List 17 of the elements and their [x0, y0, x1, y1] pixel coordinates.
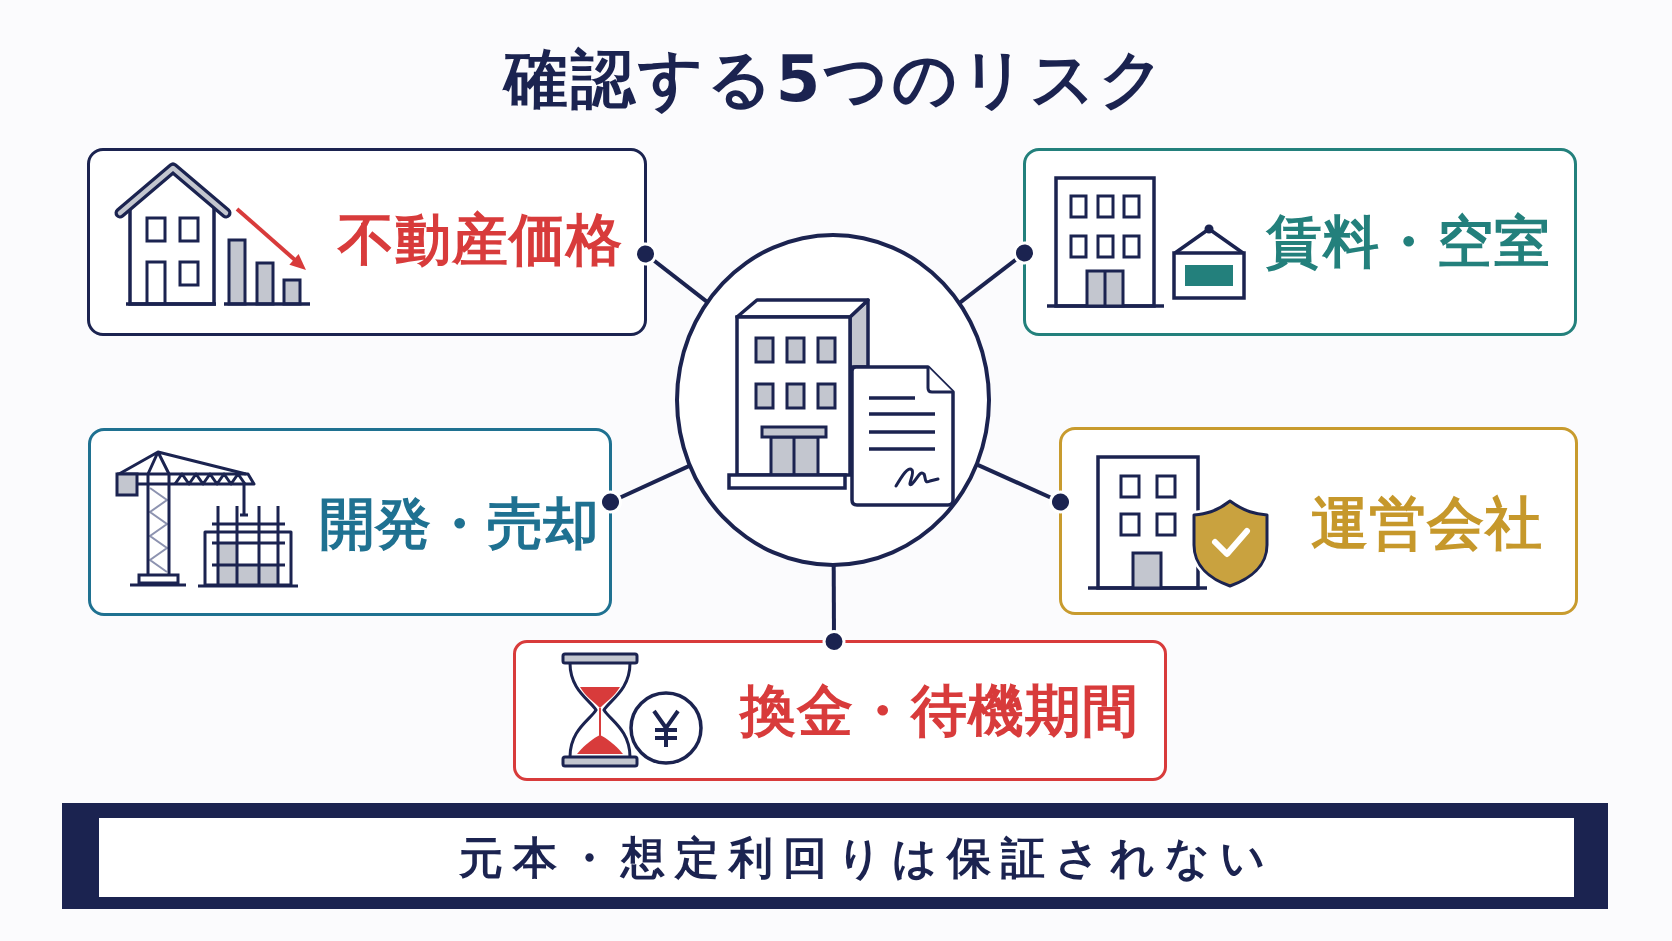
risk-box [87, 148, 647, 336]
risk-label: 運営会社 [1310, 494, 1543, 552]
risk-label: 開発・売却 [319, 496, 599, 552]
risk-box [1023, 148, 1577, 336]
connector-line [634, 242, 709, 304]
connector-line [822, 565, 846, 653]
notice-text: 元本・想定利回りは保証されない [459, 836, 1275, 880]
risk-box [88, 428, 612, 616]
risk-label: 不動産価格 [338, 212, 623, 268]
notice-banner [62, 803, 1608, 909]
risk-label: 換金・待機期間 [740, 683, 1139, 739]
connector-line [599, 463, 691, 514]
risk-box [513, 640, 1167, 781]
risk-box [1059, 427, 1578, 615]
connector-line [958, 241, 1036, 305]
connector-line [975, 462, 1072, 514]
risk-label: 賃料・空室 [1266, 214, 1551, 270]
